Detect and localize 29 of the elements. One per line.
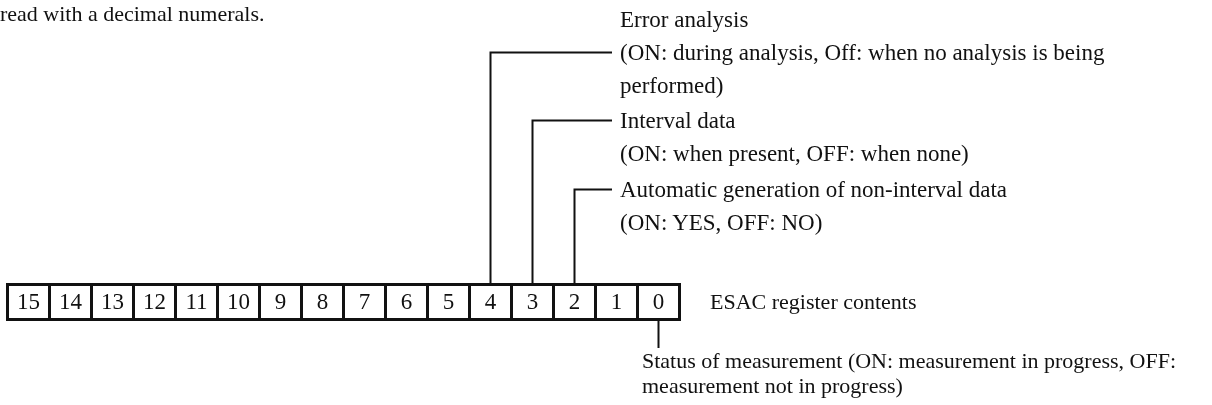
bit-description: (ON: when present, OFF: when none)	[620, 140, 969, 168]
register-bit-cell: 10	[216, 283, 261, 321]
register-bit-cell: 7	[342, 283, 387, 321]
register-bit-cell: 4	[468, 283, 513, 321]
register-bit-cell: 5	[426, 283, 471, 321]
leader-line	[489, 51, 613, 284]
leader-line	[657, 320, 660, 349]
register-bit-cell: 2	[552, 283, 597, 321]
register-bit-cell: 1	[594, 283, 639, 321]
bit-name: Automatic generation of non-interval data	[620, 176, 1008, 204]
register-bit-cell: 14	[48, 283, 93, 321]
bit-description: (ON: during analysis, Off: when no analysis is being performed)	[620, 39, 1106, 100]
bit-name: Interval data	[620, 107, 736, 135]
note-text: read with a decimal numerals.	[0, 0, 265, 28]
register-bit-cell: 6	[384, 283, 429, 321]
register-bit-cell: 12	[132, 283, 177, 321]
register-bit-cell: 15	[6, 283, 51, 321]
bit-name: Error analysis	[620, 6, 749, 34]
register-bit-cell: 11	[174, 283, 219, 321]
leader-line	[573, 188, 613, 284]
leader-line	[531, 119, 613, 284]
register-bit-cell: 13	[90, 283, 135, 321]
register-bit-cell: 9	[258, 283, 303, 321]
register-bit-cell: 0	[636, 283, 681, 321]
register-caption: ESAC register contents	[710, 288, 917, 316]
bit-description: Status of measurement (ON: measurement in progress, OFF: measurement not in progress)	[642, 348, 1177, 398]
bit-description: (ON: YES, OFF: NO)	[620, 209, 823, 237]
register-bit-cell: 8	[300, 283, 345, 321]
register-bit-cell: 3	[510, 283, 555, 321]
